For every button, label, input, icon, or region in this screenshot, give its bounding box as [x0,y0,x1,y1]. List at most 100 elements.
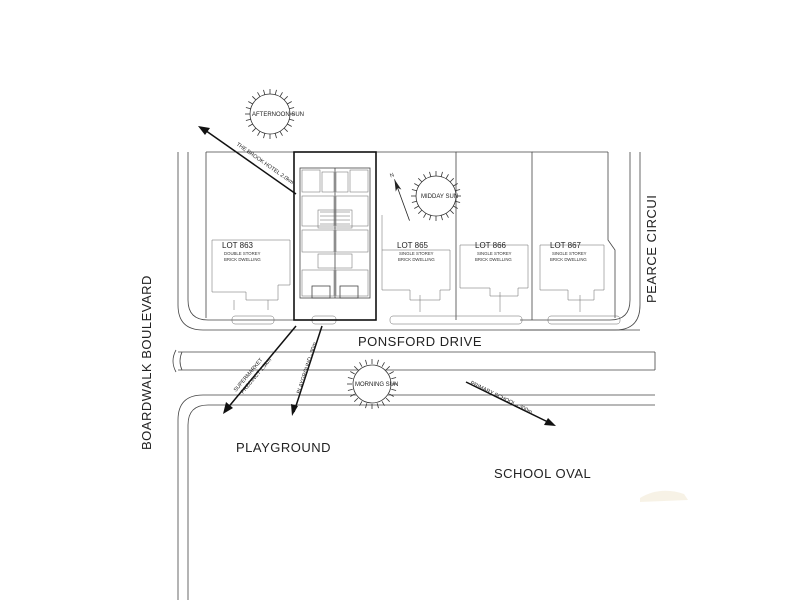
sun-ray [263,89,266,95]
sun-ray [283,96,288,101]
sun-ray [385,366,390,371]
sun-ray [455,189,461,192]
svg-text:SINGLE STOREY: SINGLE STOREY [399,251,434,256]
sun-ray [440,171,443,177]
sun-ray [248,123,253,127]
sun-ray [274,89,277,95]
sun-ray [354,397,359,402]
sun-ray [283,127,288,132]
sun-ray [350,371,355,375]
sun-ray [359,401,363,406]
lot-label-863: LOT 863 DOUBLE STOREY BRICK DWELLING [222,241,261,262]
lot-label-866: LOT 866 SINGLE STOREY BRICK DWELLING [475,241,512,262]
sun-ray [391,388,397,391]
afternoon-sun-icon: AFTERNOON SUN [245,89,304,139]
svg-text:SINGLE STOREY: SINGLE STOREY [477,251,512,256]
sun-ray [381,401,385,406]
svg-text:LOT 863: LOT 863 [222,241,254,250]
sun-ray [365,403,368,409]
sun-ray [252,127,257,132]
svg-text:LOT 867: LOT 867 [550,241,582,250]
svg-text:DOUBLE STOREY: DOUBLE STOREY [224,251,261,256]
sun-ray [449,178,454,183]
sun-ray [376,359,379,365]
sun-ray [414,205,419,209]
sun-ray [274,133,277,139]
sun-ray [376,403,379,409]
sun-ray [411,200,417,203]
sun-ray [287,101,292,105]
north-arrow-icon: N [389,172,410,221]
sun-ray [411,189,417,192]
morning-sun-label: MORNING SUN [355,382,398,388]
playground-direction-label: PLAYGROUND - 30m [296,341,318,394]
sun-ray [440,215,443,221]
ponsford-drive-label: PONSFORD DRIVE [358,334,482,349]
sun-ray [365,359,368,365]
midday-sun-icon: MIDDAY SUN [411,171,461,221]
ponsford-drive-road [172,349,656,600]
svg-text:LOT 866: LOT 866 [475,241,507,250]
neighbour-houses [211,215,605,312]
sun-ray [429,171,432,177]
sun-ray [245,107,251,110]
sun-ray [445,213,449,218]
sun-ray [347,377,353,380]
lot-label-867: LOT 867 SINGLE STOREY BRICK DWELLING [550,241,587,262]
sun-ray [289,107,295,110]
svg-text:BRICK DWELLING: BRICK DWELLING [550,257,587,262]
boardwalk-boulevard-label: BOARDWALK BOULEVARD [139,275,154,450]
sun-ray [418,209,423,214]
sun-ray [381,362,385,367]
svg-text:SINGLE STOREY: SINGLE STOREY [552,251,587,256]
svg-text:BRICK DWELLING: BRICK DWELLING [475,257,512,262]
sun-ray [455,200,461,203]
street-kerbs [177,152,641,331]
sun-ray [350,393,355,397]
morning-sun-icon: MORNING SUN [347,359,398,409]
sun-ray [391,377,397,380]
sun-ray [347,388,353,391]
sun-ray [423,213,427,218]
sun-ray [279,92,283,97]
sun-ray [389,393,394,397]
school-oval-label: SCHOOL OVAL [494,466,591,481]
lot-boundaries [205,151,616,320]
sun-ray [287,123,292,127]
sun-ray [423,174,427,179]
sun-ray [453,183,458,187]
midday-sun-label: MIDDAY SUN [421,194,458,200]
playground-label: PLAYGROUND [236,440,331,455]
sun-ray [257,131,261,136]
afternoon-sun-label: AFTERNOON SUN [252,112,304,118]
watermark-logo [640,490,688,502]
pearce-circui-label: PEARCE CIRCUI [644,195,659,303]
sun-ray [385,397,390,402]
svg-text:BRICK DWELLING: BRICK DWELLING [398,257,435,262]
sun-ray [245,118,251,121]
sun-ray [354,366,359,371]
sun-ray [389,371,394,375]
playground-direction-arrow: PLAYGROUND - 30m [291,325,323,416]
sun-ray [248,101,253,105]
sun-ray [429,215,432,221]
school-direction-arrow: PRIMARY SCHOOL - 300m [465,380,556,426]
sun-ray [289,118,295,121]
sun-ray [263,133,266,139]
hotel-direction-label: THE BROOK HOTEL 2.0km [235,142,295,186]
svg-text:LOT 865: LOT 865 [397,241,429,250]
sun-ray [279,131,283,136]
svg-text:BRICK DWELLING: BRICK DWELLING [224,257,261,262]
school-direction-label: PRIMARY SCHOOL - 300m [469,380,533,415]
sun-ray [445,174,449,179]
lot-label-865: LOT 865 SINGLE STOREY BRICK DWELLING [397,241,435,262]
sun-ray [453,205,458,209]
subject-lot [293,151,377,321]
sun-ray [449,209,454,214]
sun-ray [252,96,257,101]
sun-ray [359,362,363,367]
sun-ray [414,183,419,187]
sun-ray [257,92,261,97]
sun-ray [418,178,423,183]
